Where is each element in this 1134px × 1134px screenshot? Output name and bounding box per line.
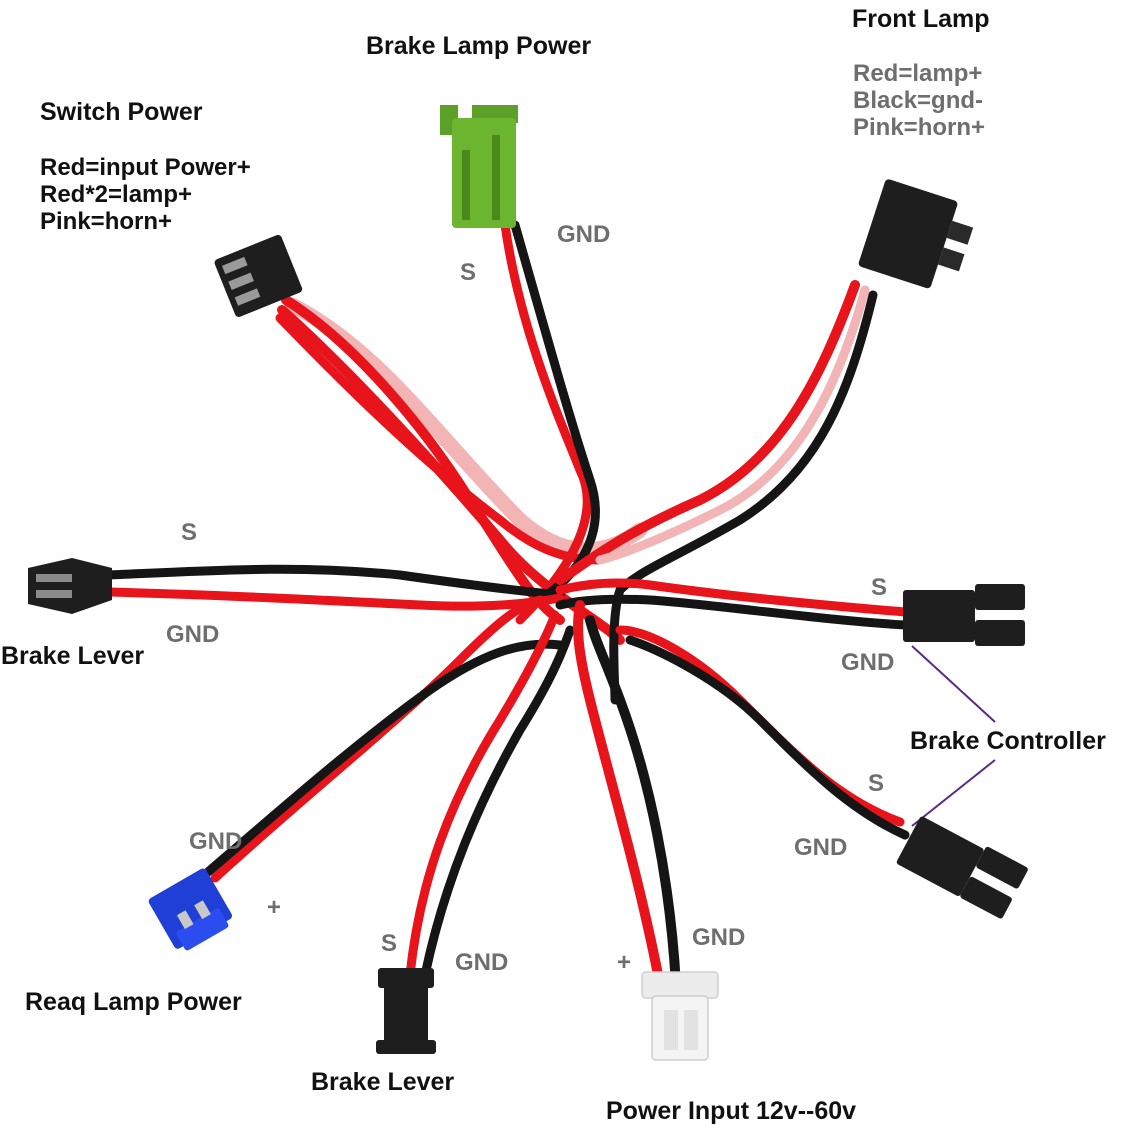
- brake-controller-bottom-pin-gnd: GND: [794, 834, 848, 861]
- switch-power-connector: [214, 234, 303, 317]
- brake-controller-leader-top: [911, 645, 996, 723]
- front-lamp-title: Front Lamp: [852, 5, 990, 33]
- brake-controller-top-pin-s: S: [871, 574, 888, 601]
- power-input-title: Power Input 12v--60v: [606, 1097, 857, 1125]
- power-input-connector: [641, 971, 719, 1061]
- power-input-black-wire: [585, 615, 681, 990]
- switch-power-red-wire-c: [275, 313, 605, 565]
- brake-lamp-power-red-wire: [500, 220, 592, 625]
- brake-controller-top-black-wire: [555, 594, 910, 630]
- switch-power-legend-line: Red*2=lamp+: [40, 180, 193, 208]
- front-lamp-legend: Red=lamp+ Black=gnd- Pink=horn+: [853, 60, 986, 142]
- brake-lever-bottom-black-wire: [420, 625, 575, 980]
- power-input-pin-plus: +: [617, 949, 632, 976]
- brake-lamp-power-title: Brake Lamp Power: [366, 32, 592, 60]
- switch-power-legend-line: Pink=horn+: [40, 207, 173, 235]
- front-lamp-legend-line: Red=lamp+: [853, 60, 983, 87]
- switch-power-legend-line: Red=input Power+: [40, 154, 251, 181]
- front-lamp-connector: [858, 179, 974, 289]
- brake-lamp-power-pin-gnd: GND: [557, 221, 611, 248]
- rear-lamp-pin-gnd: GND: [189, 828, 243, 855]
- rear-lamp-connector: [148, 868, 232, 951]
- front-lamp-pink-wire: [595, 285, 870, 565]
- power-input-red-wire: [573, 600, 665, 990]
- brake-controller-leader-bottom: [911, 759, 996, 827]
- brake-lever-left-black-wire: [105, 564, 565, 600]
- brake-lever-left-red-wire: [105, 587, 565, 611]
- rear-lamp-title: Reaq Lamp Power: [25, 988, 242, 1016]
- brake-lever-bottom-title: Brake Lever: [311, 1068, 455, 1096]
- brake-controller-top-connector: [903, 584, 1025, 646]
- front-lamp-red-wire: [555, 280, 860, 585]
- brake-lever-bottom-pin-s: S: [381, 930, 398, 957]
- brake-controller-bottom-black-wire: [625, 635, 910, 840]
- rear-lamp-pin-plus: +: [267, 894, 282, 921]
- brake-lever-left-pin-s: S: [181, 519, 198, 546]
- brake-lamp-power-connector: [440, 105, 518, 228]
- brake-controller-top-pin-gnd: GND: [841, 649, 895, 676]
- front-lamp-black-wire: [609, 290, 878, 705]
- brake-lever-left-connector: [28, 558, 112, 614]
- brake-lever-bottom-connector: [376, 968, 436, 1054]
- brake-lamp-power-pin-s: S: [460, 259, 477, 286]
- rear-lamp-black-wire: [203, 639, 565, 877]
- brake-lever-left-pin-gnd: GND: [166, 621, 220, 648]
- brake-lever-bottom-red-wire: [405, 610, 560, 980]
- front-lamp-legend-line: Pink=horn+: [853, 113, 986, 141]
- brake-controller-bottom-connector: [896, 816, 1028, 919]
- brake-controller-top-red-wire: [555, 578, 910, 617]
- front-lamp-legend-line: Black=gnd-: [853, 86, 984, 114]
- brake-lever-bottom-pin-gnd: GND: [455, 949, 509, 976]
- switch-power-red-wire-b: [277, 305, 625, 645]
- switch-power-title: Switch Power: [40, 98, 203, 126]
- switch-power-legend: Red=input Power+ Red*2=lamp+ Pink=horn+: [40, 154, 251, 236]
- switch-power-pink-wire: [284, 297, 648, 558]
- brake-lever-left-title: Brake Lever: [1, 642, 145, 670]
- brake-controller-bottom-pin-s: S: [868, 770, 885, 797]
- brake-controller-title: Brake Controller: [910, 727, 1106, 755]
- power-input-pin-gnd: GND: [692, 924, 746, 951]
